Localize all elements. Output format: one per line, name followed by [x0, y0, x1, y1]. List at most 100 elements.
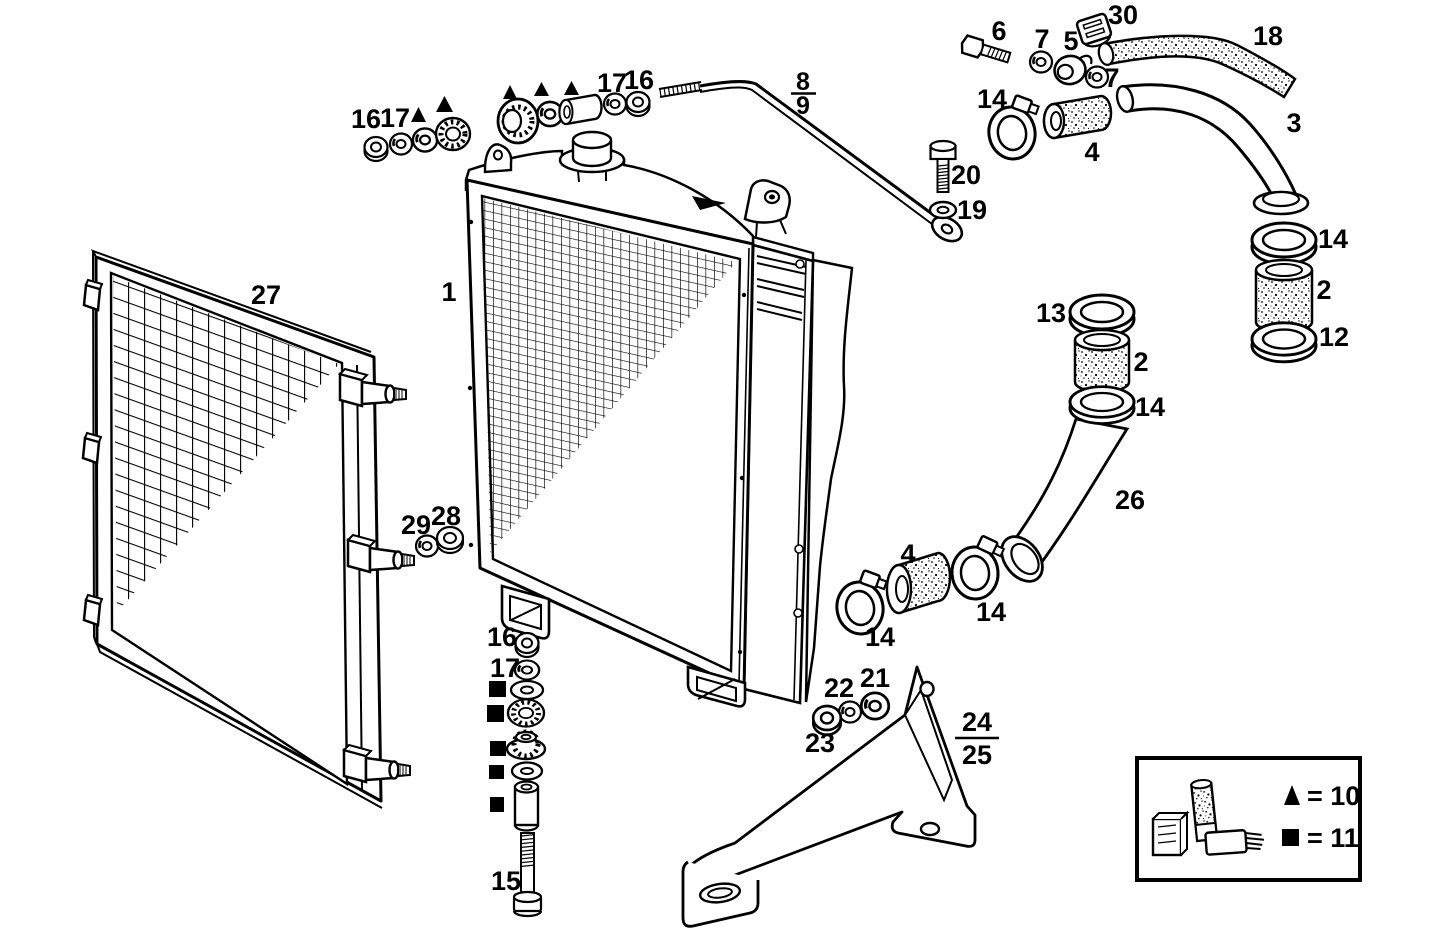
callout-17a: 17 [380, 103, 410, 133]
sleeve-2-center [1073, 328, 1131, 394]
clamp-30 [1075, 12, 1113, 48]
fitting-5 [1053, 54, 1093, 86]
callout-14b: 14 [1318, 224, 1348, 254]
callout-23: 23 [805, 728, 835, 758]
washer-triangle [411, 127, 439, 153]
sleeve-4-bottom [885, 551, 952, 615]
bolt-15 [512, 832, 543, 918]
pointer-mark [692, 196, 726, 210]
mount-stack-bottom [487, 631, 547, 918]
spacer-tube-square [513, 780, 540, 832]
square-marker-2 [487, 705, 504, 722]
callout-17b: 17 [597, 68, 627, 98]
triangle-icon [564, 81, 579, 95]
legend-triangle-icon [1284, 785, 1300, 805]
washer-19 [928, 200, 958, 220]
callout-7a: 7 [1034, 24, 1049, 54]
triangle-icon [534, 82, 549, 96]
grommet-square-2 [505, 729, 547, 761]
callout-22: 22 [824, 673, 854, 703]
radiator-ear [483, 143, 513, 174]
callout-21: 21 [860, 663, 890, 693]
callout-14d: 14 [865, 622, 895, 652]
callout-19: 19 [957, 195, 987, 225]
radiator-foot-left [500, 584, 551, 640]
callout-24: 24 [962, 707, 992, 737]
callout-29: 29 [401, 510, 431, 540]
grommet-square-1 [506, 698, 546, 728]
square-marker-3 [490, 741, 506, 756]
callout-14c: 14 [1135, 392, 1165, 422]
callout-17c: 17 [490, 653, 520, 683]
callout-7b: 7 [1104, 63, 1119, 93]
grille-clip-2 [81, 431, 103, 465]
callout-1: 1 [441, 277, 456, 307]
square-marker-5 [490, 797, 504, 812]
bolt-20 [929, 139, 957, 193]
pipe-3 [1115, 83, 1310, 216]
legend-box: = 10 = 11 [1135, 756, 1362, 882]
callouts: 1 27 16 17 17 16 8 9 6 7 5 30 7 18 3 20 … [251, 0, 1349, 896]
radiator-foot-right [686, 665, 747, 708]
ring-12 [1250, 321, 1318, 364]
cup-washer-square [510, 761, 544, 781]
nut-16 [363, 135, 389, 163]
hose-26 [1000, 417, 1130, 583]
washer-22 [837, 700, 863, 724]
stack-right [1250, 221, 1318, 364]
callout-6: 6 [991, 16, 1006, 46]
callout-5: 5 [1063, 26, 1078, 56]
legend-illustration [1151, 779, 1265, 857]
stay-rod [658, 80, 964, 243]
callout-27: 27 [251, 280, 281, 310]
radiator-back-panel [804, 258, 854, 703]
callout-16b: 16 [624, 65, 654, 95]
sleeve-4-top [1042, 94, 1113, 140]
radiator [464, 130, 854, 708]
callout-12: 12 [1319, 322, 1349, 352]
sleeve-2-right [1254, 258, 1314, 334]
legend-triangle-value: = 10 [1307, 781, 1360, 811]
hose-18 [1097, 34, 1297, 99]
grille-clip-1 [82, 278, 104, 312]
fastener-group-top-center [496, 90, 651, 145]
callout-8: 8 [796, 68, 810, 96]
grille-clip-3 [82, 593, 104, 627]
callout-2a: 2 [1133, 347, 1148, 377]
callout-28: 28 [431, 501, 461, 531]
washer-21 [859, 691, 891, 721]
bracket-24-25 [681, 665, 977, 928]
callout-15: 15 [491, 866, 521, 896]
callout-4a: 4 [1084, 137, 1099, 167]
triangle-icon [436, 96, 453, 112]
washer-7a [1028, 50, 1054, 74]
grommet-triangle [436, 118, 470, 150]
callout-3: 3 [1286, 108, 1301, 138]
spacer-tube [558, 93, 603, 126]
callout-9: 9 [796, 92, 810, 120]
callout-13: 13 [1036, 298, 1066, 328]
callout-16c: 16 [487, 622, 517, 652]
legend-square-value: = 11 [1307, 823, 1359, 853]
radiator-bracket-tab [743, 179, 791, 238]
callout-18: 18 [1253, 21, 1283, 51]
triangle-icon [503, 85, 517, 99]
stack-center [1068, 293, 1136, 426]
bushing-triangle [496, 97, 540, 145]
callout-2b: 2 [1316, 275, 1331, 305]
grille-panel [81, 249, 416, 809]
callout-16a: 16 [351, 104, 381, 134]
nut-28 [435, 525, 465, 555]
ring-14-center [1068, 385, 1136, 426]
washer-square [509, 679, 545, 701]
triangle-icon [411, 107, 426, 122]
grille-pin-middle [346, 533, 416, 574]
bolt-6 [960, 34, 1012, 64]
callout-26: 26 [1115, 485, 1145, 515]
triangle-markers [411, 81, 579, 122]
callout-14a: 14 [977, 84, 1007, 114]
callout-20: 20 [951, 160, 981, 190]
ring-14-right [1250, 221, 1318, 266]
